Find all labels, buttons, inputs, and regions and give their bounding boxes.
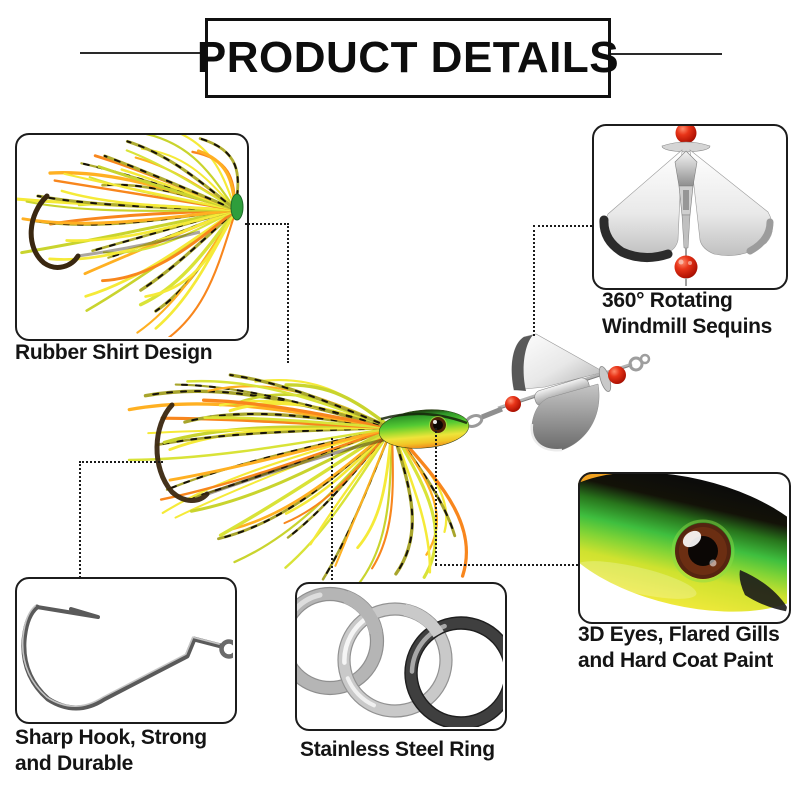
hook-caption-line2: and Durable — [15, 752, 134, 775]
eyes-caption: 3D Eyes, Flared Gills and Hard Coat Pain… — [578, 622, 780, 674]
connector-eyes-vertical — [435, 428, 437, 565]
skirt-caption: Rubber Shirt Design — [15, 340, 213, 366]
windmill-caption-line2: Windmill Sequins — [602, 315, 773, 338]
connector-ring-vertical — [331, 438, 333, 584]
windmill-caption-line1: 360° Rotating — [602, 289, 733, 312]
windmill-blade-image — [592, 124, 784, 286]
ring-caption-text: Stainless Steel Ring — [300, 738, 495, 761]
connector-windmill-vertical — [533, 225, 535, 336]
steel-ring-image — [295, 582, 503, 727]
fish-eye-closeup-image — [578, 472, 787, 620]
skirt-photo-frame — [15, 133, 249, 341]
connector-hook-vertical — [79, 461, 81, 578]
hook-image — [15, 577, 233, 720]
rubber-skirt-image — [15, 133, 245, 337]
ring-photo-frame — [295, 582, 507, 731]
title-line-right — [605, 53, 722, 55]
skirt-caption-text: Rubber Shirt Design — [15, 341, 213, 364]
eyes-caption-line2: and Hard Coat Paint — [578, 649, 773, 672]
hook-caption: Sharp Hook, Strong and Durable — [15, 725, 207, 777]
title-box: PRODUCT DETAILS — [197, 18, 619, 98]
hook-photo-frame — [15, 577, 237, 724]
connector-skirt-horizontal — [245, 223, 289, 225]
connector-windmill-horizontal — [533, 225, 592, 227]
connector-eyes-horizontal — [435, 564, 578, 566]
ring-caption: Stainless Steel Ring — [300, 737, 495, 763]
eyes-photo-frame — [578, 472, 791, 624]
main-lure-image — [127, 333, 651, 587]
page-title: PRODUCT DETAILS — [196, 33, 620, 82]
title-line-left — [80, 52, 205, 54]
windmill-caption: 360° Rotating Windmill Sequins — [602, 288, 772, 340]
hook-caption-line1: Sharp Hook, Strong — [15, 726, 207, 749]
connector-hook-horizontal — [79, 461, 163, 463]
connector-skirt-vertical — [287, 223, 289, 363]
eyes-caption-line1: 3D Eyes, Flared Gills — [578, 623, 780, 646]
windmill-photo-frame — [592, 124, 788, 290]
